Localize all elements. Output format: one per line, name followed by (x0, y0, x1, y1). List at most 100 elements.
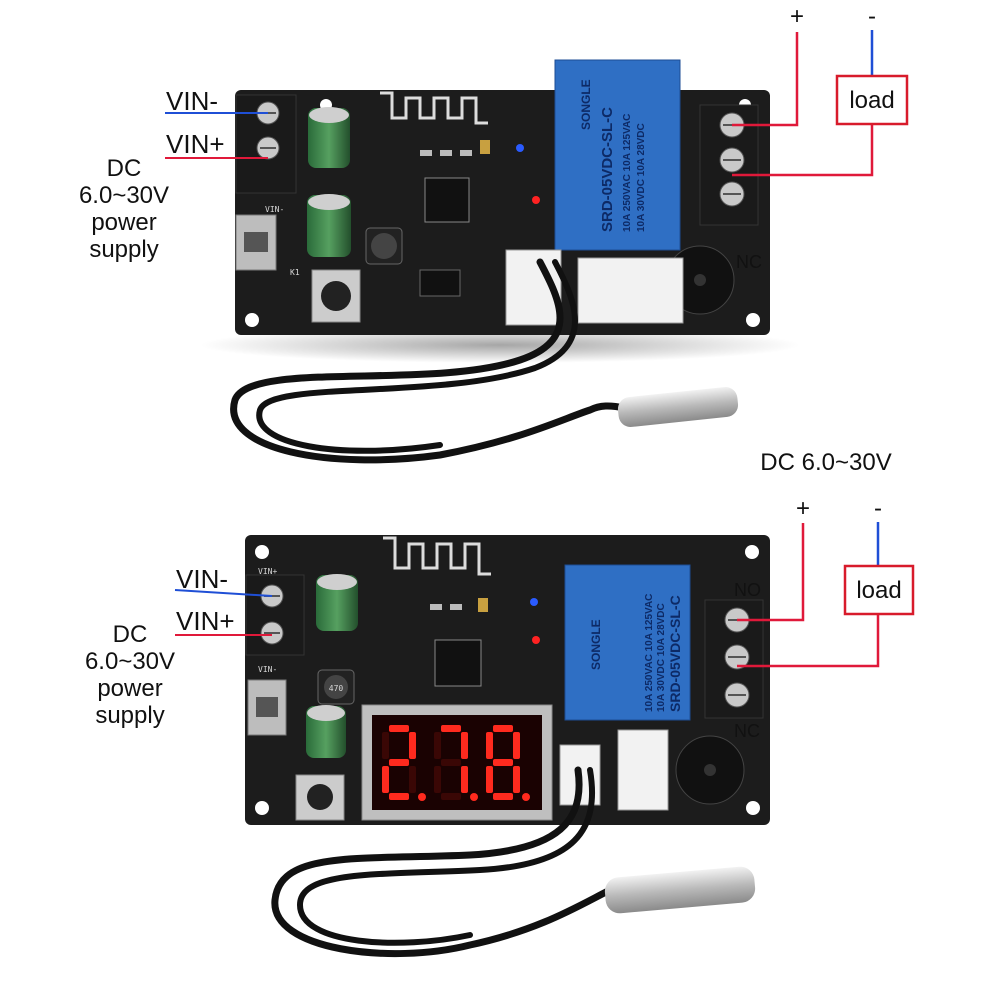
mount-hole (255, 801, 269, 815)
plus-label: + (796, 495, 810, 522)
aux-connector (617, 729, 669, 811)
capacitor-top (308, 194, 350, 210)
smd-part (420, 150, 432, 156)
vin-plus-label: VIN+ (176, 606, 235, 636)
display-segment (493, 759, 513, 766)
display-decimal-point (418, 793, 426, 801)
vin-plus-label: VIN+ (166, 129, 225, 159)
status-led (532, 196, 540, 204)
probe-cable-second (256, 259, 578, 454)
load-return-wire (737, 614, 880, 668)
dc-label: DC (113, 621, 148, 648)
display-segment (493, 725, 513, 732)
wifi-antenna-trace (380, 91, 488, 125)
nc-label: NC (734, 721, 760, 741)
relay-rating-2: 10A 30VDC 10A 28VDC (656, 603, 667, 712)
relay-rating-1: 10A 250VAC 10A 125VAC (622, 114, 633, 232)
bottom-module: VIN+ VIN- 470 SRD-05VDC-SL-C 10A 250VAC … (245, 535, 770, 957)
minus-label: - (868, 3, 876, 30)
button-cap (307, 784, 333, 810)
temperature-probe (617, 386, 739, 428)
seven-segment-display (361, 704, 553, 821)
supply-label: supply (95, 702, 164, 729)
minus-label: - (874, 495, 882, 522)
plus-label: + (790, 3, 804, 30)
relay-brand: SONGLE (589, 619, 603, 670)
display-segment (434, 732, 441, 759)
terminal-top-label: VIN+ (258, 567, 277, 576)
mount-hole (746, 313, 760, 327)
load-box (835, 74, 909, 126)
relay-body (564, 564, 691, 721)
microcontroller-chip (424, 177, 470, 223)
display-segment (513, 732, 520, 759)
relay-rating-1: 10A 250VAC 10A 125VAC (644, 594, 655, 712)
plus-wire (732, 32, 799, 127)
button-label: K1 (290, 268, 300, 277)
inductor-coil (324, 675, 348, 699)
vin-minus-label: VIN- (166, 86, 218, 116)
middle-caption: DC 6.0~30V (760, 449, 891, 476)
dc-label: DC (107, 155, 142, 182)
mount-hole (746, 801, 760, 815)
top-input-terminal (235, 94, 297, 194)
capacitor-top (307, 705, 345, 721)
inductor-label: 470 (329, 684, 344, 693)
net-led (516, 144, 524, 152)
display-segment (389, 759, 409, 766)
display-segment (513, 766, 520, 793)
display-segment (441, 793, 461, 800)
display-segment (486, 766, 493, 793)
buzzer-hole (694, 274, 706, 286)
display-segment (441, 759, 461, 766)
power-label: power (97, 675, 162, 702)
regulator-chip (419, 269, 461, 297)
aux-connector (577, 257, 684, 324)
display-segment (389, 725, 409, 732)
display-decimal-point (522, 793, 530, 801)
display-segment (389, 793, 409, 800)
micro-usb-opening (256, 697, 278, 717)
status-led (532, 636, 540, 644)
temperature-probe (604, 866, 756, 914)
inductor-coil (371, 233, 397, 259)
relay-body (554, 59, 681, 251)
mount-hole (245, 313, 259, 327)
display-segment (441, 725, 461, 732)
display-segment (382, 766, 389, 793)
display-decimal-point (470, 793, 478, 801)
display-segment (461, 732, 468, 759)
mount-hole (745, 545, 759, 559)
load-label: load (849, 87, 894, 114)
smd-part (460, 150, 472, 156)
plus-wire (737, 523, 805, 622)
button-cap (321, 281, 351, 311)
top-output-terminal (699, 104, 759, 226)
dc-range-label: 6.0~30V (85, 648, 175, 675)
nc-label: NC (736, 252, 762, 272)
power-label: power (91, 209, 156, 236)
bottom-relay: SRD-05VDC-SL-C 10A 250VAC 10A 125VAC 10A… (564, 564, 691, 721)
smd-part (440, 150, 452, 156)
top-module: VIN- K1 SRD-05VDC-SL-C 10A 250VAC 10A 12… (200, 59, 800, 464)
display-segment (434, 766, 441, 793)
usb-label: VIN- (265, 205, 284, 214)
vin-minus-label: VIN- (176, 564, 228, 594)
usb-label: VIN- (258, 665, 277, 674)
top-board-shadow (200, 327, 800, 363)
load-return-wire (732, 124, 874, 177)
supply-label: supply (89, 236, 158, 263)
top-relay: SRD-05VDC-SL-C 10A 250VAC 10A 125VAC 10A… (554, 59, 681, 251)
display-segment (382, 732, 389, 759)
relay-model: SRD-05VDC-SL-C (599, 107, 616, 232)
capacitor (307, 195, 351, 257)
dc-range-label: 6.0~30V (79, 182, 169, 209)
mount-hole (255, 545, 269, 559)
relay-model: SRD-05VDC-SL-C (667, 595, 683, 712)
crystal (480, 140, 490, 154)
no-label: NO (734, 580, 761, 600)
load-box (843, 564, 915, 616)
probe-cable (271, 766, 614, 957)
relay-brand: SONGLE (579, 79, 593, 130)
